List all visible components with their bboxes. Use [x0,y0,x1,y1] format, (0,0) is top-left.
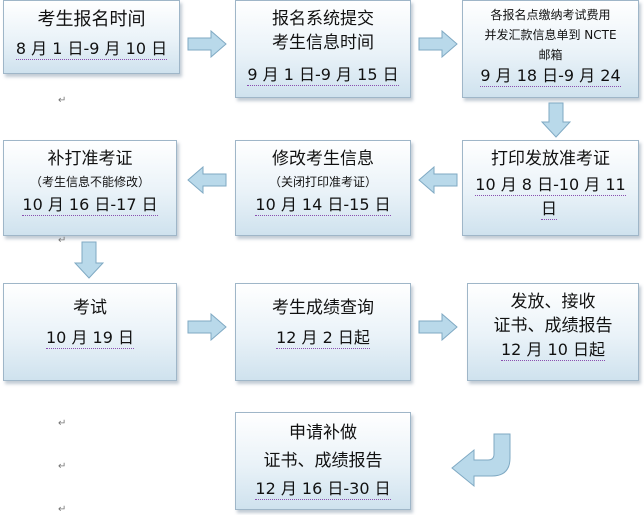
box-date: 10 月 19 日 [46,328,134,349]
box-title: 考生成绩查询 [272,298,374,318]
paragraph-mark: ↵ [58,461,67,472]
box-date-line2: 日 [541,199,558,220]
box-fee-remit: 各报名点缴纳考试费用 并发汇款信息单到 NCTE 邮箱 9 月 18 日-9 月… [462,0,639,98]
paragraph-mark: ↵ [58,418,67,429]
box-note: （考生信息不能修改） [29,175,150,189]
arrow-right-icon [418,30,458,58]
box-line1: 各报名点缴纳考试费用 [490,8,611,22]
box-submit-info: 报名系统提交 考生信息时间 9 月 1 日-9 月 15 日 [235,0,411,98]
box-exam: 考试 10 月 19 日 [3,283,177,381]
box-date: 10 月 16 日-17 日 [22,195,158,216]
box-register-time: 考生报名时间 8 月 1 日-9 月 10 日 [3,0,180,74]
arrow-left-icon [187,166,227,194]
paragraph-mark: ↵ [58,235,67,246]
box-apply-reissue: 申请补做 证书、成绩报告 12 月 16 日-30 日 [235,412,411,510]
box-score-query: 考生成绩查询 12 月 2 日起 [235,283,411,381]
box-date: 12 月 10 日起 [501,340,605,361]
paragraph-mark: ↵ [58,95,67,106]
box-date: 12 月 2 日起 [276,328,370,349]
box-title: 修改考生信息 [272,149,374,169]
box-modify-info: 修改考生信息 （关闭打印准考证） 10 月 14 日-15 日 [235,140,411,236]
arrow-u-turn-icon [451,433,511,488]
box-date: 12 月 16 日-30 日 [255,479,391,500]
box-title-line1: 申请补做 [289,423,357,443]
box-issue-cert: 发放、接收 证书、成绩报告 12 月 10 日起 [467,283,639,381]
box-title-line1: 报名系统提交 [272,9,374,29]
box-title-line2: 证书、成绩报告 [493,316,613,336]
paragraph-mark: ↵ [58,504,67,515]
arrow-down-icon [541,102,571,138]
box-title: 考生报名时间 [37,9,146,30]
arrow-left-icon [418,166,458,194]
box-date: 10 月 14 日-15 日 [255,195,391,216]
box-title: 补打准考证 [47,149,133,169]
box-note: （关闭打印准考证） [268,175,377,189]
box-date: 8 月 1 日-9 月 10 日 [15,39,168,60]
box-title-line2: 考生信息时间 [272,33,374,53]
box-title-line2: 证书、成绩报告 [263,451,383,471]
box-date-line1: 10 月 8 日-10 月 11 [475,175,626,196]
box-line3: 邮箱 [538,48,563,62]
box-line2: 并发汇款信息单到 NCTE [484,28,617,42]
arrow-right-icon [187,313,227,341]
box-print-ticket: 打印发放准考证 10 月 8 日-10 月 11 日 [462,140,639,236]
box-date: 9 月 1 日-9 月 15 日 [247,65,399,86]
arrow-right-icon [418,313,458,341]
box-title-line1: 发放、接收 [510,292,596,312]
box-date: 9 月 18 日-9 月 24 [480,66,621,87]
box-reprint-ticket: 补打准考证 （考生信息不能修改） 10 月 16 日-17 日 [3,140,177,236]
box-title: 考试 [73,298,107,318]
arrow-down-icon [74,241,104,279]
arrow-right-icon [187,30,227,58]
box-title: 打印发放准考证 [491,149,610,169]
